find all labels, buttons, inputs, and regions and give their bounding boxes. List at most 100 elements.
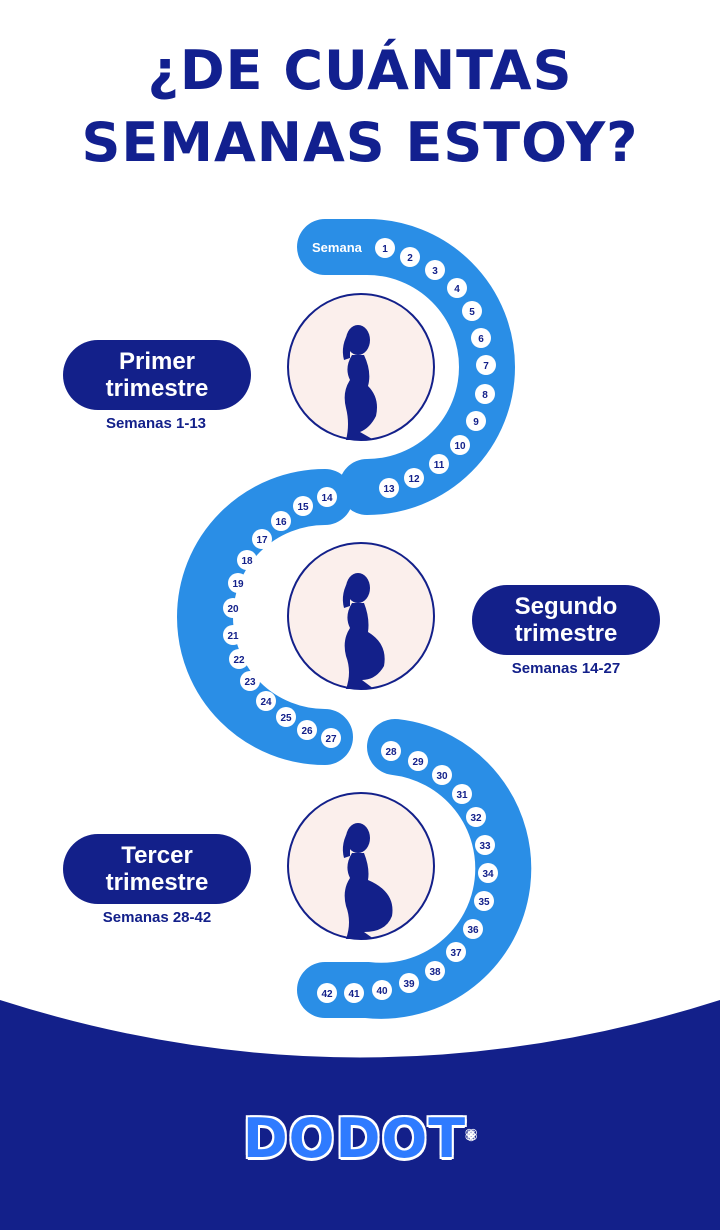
week-bubble xyxy=(399,973,419,993)
week-bubble xyxy=(447,278,467,298)
week-bubble xyxy=(381,741,401,761)
week-number: 20 xyxy=(227,604,239,615)
week-bubble xyxy=(463,919,483,939)
page-title-line-2: SEMANAS ESTOY? xyxy=(81,111,639,174)
trimester-2-arc xyxy=(177,469,353,765)
week-number: 13 xyxy=(383,484,395,495)
week-bubble xyxy=(471,328,491,348)
week-bubble xyxy=(425,961,445,981)
week-bubble xyxy=(293,496,313,516)
week-number: 2 xyxy=(407,253,413,264)
week-number: 38 xyxy=(429,967,441,978)
pregnant-silhouette-icon-3 xyxy=(342,823,393,939)
week-number: 12 xyxy=(408,474,420,485)
week-bubble xyxy=(450,435,470,455)
week-number: 42 xyxy=(321,989,333,1000)
week-number: 21 xyxy=(227,631,239,642)
week-number: 16 xyxy=(275,517,287,528)
week-number: 31 xyxy=(456,790,468,801)
week-number: 10 xyxy=(454,441,466,452)
week-bubble xyxy=(276,707,296,727)
trimester-2-range: Semanas 14-27 xyxy=(511,660,621,677)
week-bubble xyxy=(400,247,420,267)
week-bubble xyxy=(256,691,276,711)
week-number: 26 xyxy=(301,726,313,737)
footer-band xyxy=(0,1000,720,1230)
week-bubble xyxy=(228,573,248,593)
trimester-3-label: Tercer trimestre xyxy=(63,834,251,904)
week-bubble xyxy=(240,671,260,691)
week-bubble xyxy=(237,550,257,570)
week-number: 27 xyxy=(325,734,337,745)
week-number: 3 xyxy=(432,266,438,277)
week-bubble xyxy=(446,942,466,962)
pregnant-silhouette-icon-1 xyxy=(342,325,377,440)
week-number: 25 xyxy=(280,713,292,724)
week-bubble xyxy=(321,728,341,748)
week-number: 18 xyxy=(241,556,253,567)
dodot-logo: DODOT® xyxy=(0,1112,720,1166)
trimester-2-name: Segundo trimestre xyxy=(514,593,618,647)
trimester-3-range: Semanas 28-42 xyxy=(102,909,212,926)
week-bubble xyxy=(475,384,495,404)
week-bubbles: 1234567891011121314151617181920212223242… xyxy=(223,238,498,1003)
week-bubble xyxy=(466,411,486,431)
pregnant-silhouette-icon-2 xyxy=(342,573,385,689)
week-number: 32 xyxy=(470,813,482,824)
week-number: 35 xyxy=(478,897,490,908)
week-number: 41 xyxy=(348,989,360,1000)
trimester-1-range: Semanas 1-13 xyxy=(105,415,207,432)
week-number: 7 xyxy=(483,361,489,372)
week-number: 8 xyxy=(482,390,488,401)
week-bubble xyxy=(474,891,494,911)
week-bubble xyxy=(223,625,243,645)
week-number: 11 xyxy=(434,460,445,471)
week-number: 29 xyxy=(412,757,424,768)
week-bubble xyxy=(252,529,272,549)
week-number: 19 xyxy=(232,579,244,590)
week-bubble xyxy=(425,260,445,280)
brand-mark: ® xyxy=(466,1130,478,1141)
week-bubble xyxy=(462,301,482,321)
trimester-3-name: Tercer trimestre xyxy=(105,842,209,896)
week-number: 33 xyxy=(479,841,491,852)
week-bubble xyxy=(317,983,337,1003)
week-number: 39 xyxy=(403,979,415,990)
trimester-1-label: Primer trimestre xyxy=(63,340,251,410)
week-number: 22 xyxy=(233,655,245,666)
week-bubble xyxy=(372,980,392,1000)
week-number: 4 xyxy=(454,284,460,295)
week-bubble xyxy=(452,784,472,804)
week-number: 30 xyxy=(436,771,448,782)
week-number: 23 xyxy=(244,677,256,688)
trimester-1-name: Primer trimestre xyxy=(105,348,209,402)
week-bubble xyxy=(478,863,498,883)
week-number: 34 xyxy=(482,869,494,880)
week-bubble xyxy=(344,983,364,1003)
week-number: 40 xyxy=(376,986,388,997)
week-bubble xyxy=(404,468,424,488)
week-number: 36 xyxy=(467,925,479,936)
week-bubble xyxy=(432,765,452,785)
week-bubble xyxy=(466,807,486,827)
week-bubble xyxy=(297,720,317,740)
week-number: 17 xyxy=(256,535,268,546)
week-number: 6 xyxy=(478,334,484,345)
brand-name: DODOT xyxy=(242,1107,467,1170)
week-bubble xyxy=(408,751,428,771)
week-number: 1 xyxy=(382,244,388,255)
week-bubble xyxy=(223,598,243,618)
week-bubble xyxy=(317,487,337,507)
week-bubble xyxy=(229,649,249,669)
week-number: 9 xyxy=(473,417,479,428)
week-number: 5 xyxy=(469,307,475,318)
week-bubble xyxy=(476,355,496,375)
trimester-2-label: Segundo trimestre xyxy=(472,585,660,655)
week-label: Semana xyxy=(312,240,363,255)
page-title-line-1: ¿DE CUÁNTAS xyxy=(147,39,573,102)
week-bubble xyxy=(271,511,291,531)
week-bubble xyxy=(379,478,399,498)
week-number: 24 xyxy=(260,697,272,708)
week-number: 37 xyxy=(450,948,462,959)
week-bubble xyxy=(475,835,495,855)
